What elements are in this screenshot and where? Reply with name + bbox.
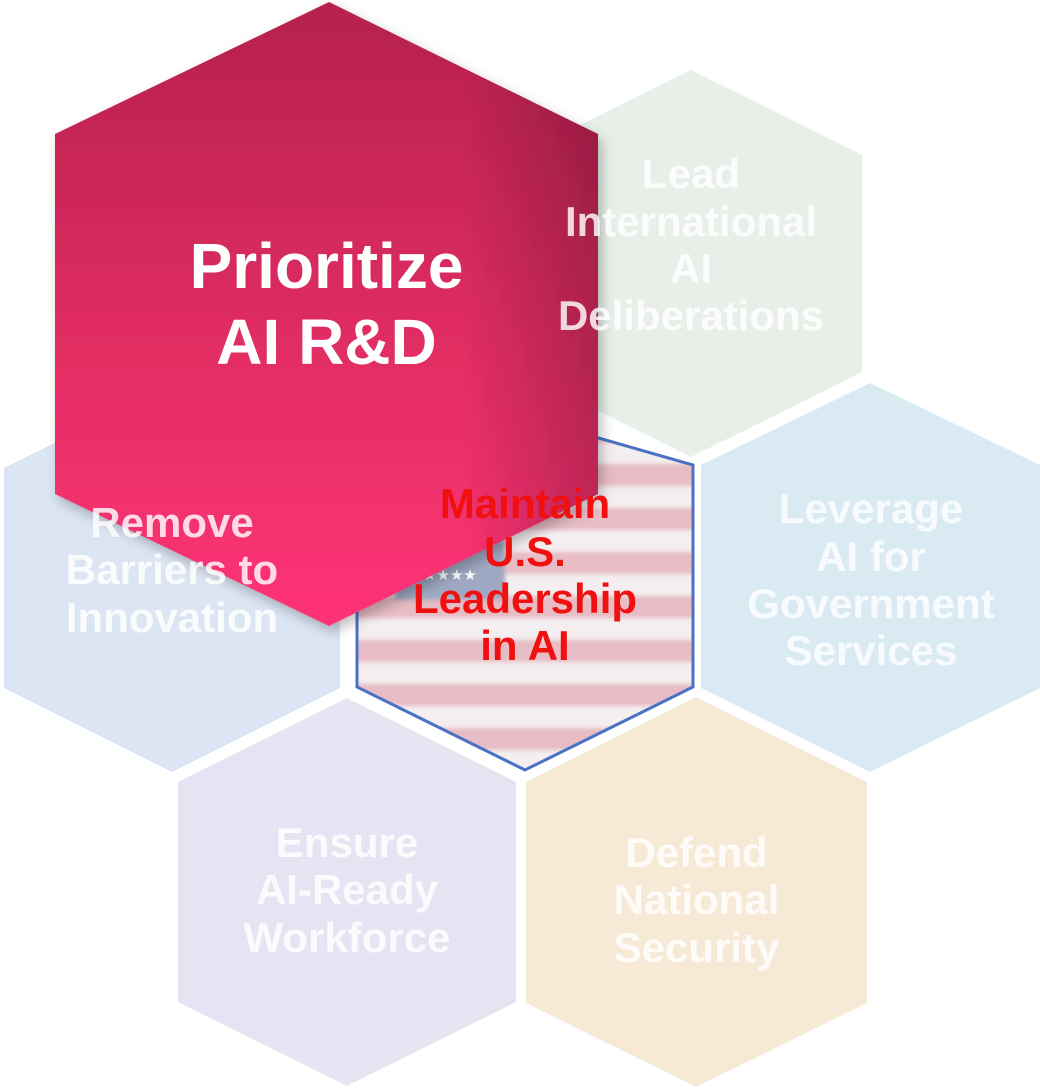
hexagon-ensure-workforce: [178, 698, 516, 1086]
hexagon-lead-international: [520, 70, 862, 457]
label-center: Maintain U.S. Leadership in AI: [412, 480, 638, 670]
hexagon-prioritize-ai-rd: [55, 2, 598, 626]
hexagon-leverage-ai: [701, 383, 1040, 772]
label-prioritize-ai-rd: Prioritize AI R&D: [189, 230, 464, 378]
label-ensure-workforce: Ensure AI-Ready Workforce: [243, 818, 451, 961]
label-remove-barriers: Remove Barriers to Innovation: [65, 498, 279, 641]
label-leverage-ai: Leverage AI for Government Services: [747, 485, 995, 675]
label-defend-security: Defend National Security: [613, 828, 780, 971]
label-lead-international: Lead International AI Deliberations: [557, 150, 825, 340]
hexagon-defend-security: [526, 697, 867, 1087]
